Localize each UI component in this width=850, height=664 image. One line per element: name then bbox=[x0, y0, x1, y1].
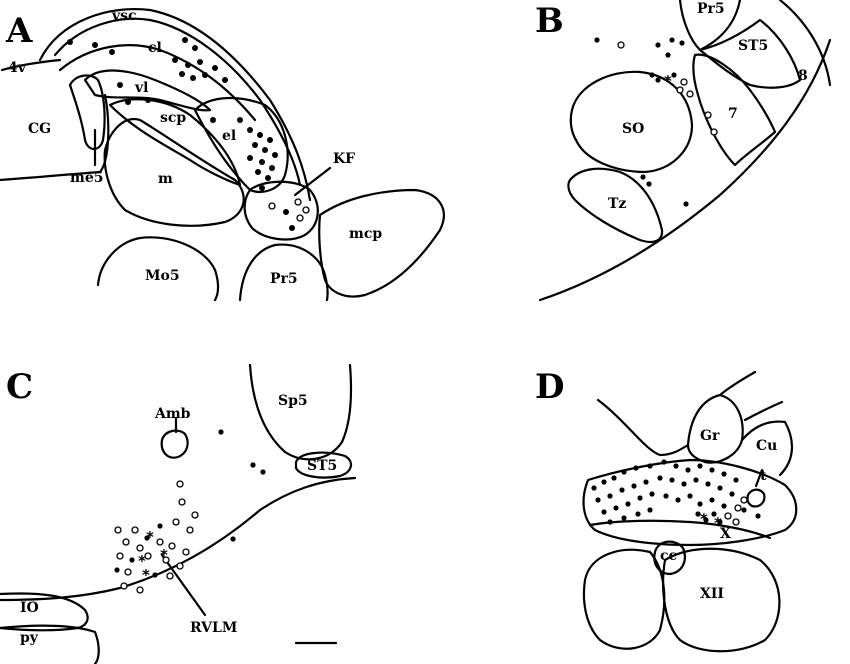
c-rvlm-leader bbox=[160, 553, 207, 617]
a-label-cg: CG bbox=[28, 121, 51, 137]
d-label-gr: Gr bbox=[700, 428, 720, 444]
d-right-line bbox=[743, 400, 784, 422]
a-cg-boundary bbox=[0, 93, 110, 182]
d-label-cu: Cu bbox=[756, 438, 777, 454]
a-filled-markers bbox=[67, 37, 295, 231]
a-kf-leader bbox=[293, 166, 332, 197]
b-label-tz: Tz bbox=[608, 196, 626, 212]
d-label-t: t bbox=[760, 468, 767, 484]
d-label-cc: cc bbox=[660, 548, 677, 564]
panel-d-letter: D bbox=[535, 367, 564, 407]
c-label-io: IO bbox=[20, 600, 39, 616]
a-label-kf: KF bbox=[333, 151, 355, 167]
panel-a: A vsc cl 4v CG vl scp el m me5 KF mcp Mo… bbox=[0, 8, 445, 302]
a-el-outline bbox=[193, 96, 289, 193]
b-seven-outline bbox=[692, 53, 777, 167]
b-outer-curve bbox=[538, 38, 832, 302]
a-label-el: el bbox=[222, 128, 236, 144]
c-filled-markers bbox=[114, 429, 266, 578]
b-so-outline bbox=[569, 70, 694, 174]
b-tz-outline bbox=[567, 167, 664, 244]
panel-c: C Sp5 Amb ST5 IO py RVLM bbox=[0, 363, 357, 664]
b-filled-markers bbox=[594, 37, 689, 207]
d-t-outline bbox=[746, 488, 766, 508]
svg-text:*: * bbox=[160, 546, 168, 564]
c-label-py: py bbox=[20, 630, 39, 646]
a-open-markers bbox=[268, 198, 310, 222]
d-cc-outline bbox=[653, 540, 687, 576]
a-vl-outline bbox=[83, 69, 212, 112]
c-label-rvlm: RVLM bbox=[190, 620, 237, 636]
a-kf-outline bbox=[243, 180, 319, 241]
panel-b-letter: B bbox=[535, 1, 564, 41]
svg-text:*: * bbox=[142, 566, 150, 584]
a-vsc-outline bbox=[53, 17, 302, 187]
c-st5-outline bbox=[294, 451, 353, 479]
panel-c-letter: C bbox=[6, 367, 33, 407]
a-label-fourv: 4v bbox=[8, 60, 27, 76]
a-label-m: m bbox=[158, 171, 173, 187]
c-outer-curve bbox=[0, 476, 357, 602]
c-sp5-outline bbox=[248, 363, 353, 461]
d-filled-markers bbox=[591, 459, 761, 525]
b-label-seven: 7 bbox=[728, 106, 738, 122]
a-label-vl: vl bbox=[134, 80, 148, 96]
a-fourv-line bbox=[0, 58, 62, 72]
d-label-xii: XII bbox=[700, 586, 724, 602]
a-me5-outline bbox=[68, 74, 106, 151]
a-cl-outline bbox=[58, 44, 257, 122]
d-asterisk-markers: * * bbox=[700, 510, 722, 532]
svg-text:*: * bbox=[138, 552, 146, 570]
svg-text:*: * bbox=[714, 514, 722, 532]
a-label-pr5: Pr5 bbox=[270, 271, 298, 287]
d-xii-left-outline bbox=[582, 548, 666, 650]
a-pr5-outline bbox=[238, 243, 329, 302]
a-label-me5: me5 bbox=[70, 170, 103, 186]
d-top-left-line bbox=[596, 398, 690, 457]
b-open-markers bbox=[617, 41, 718, 136]
d-cu-outline bbox=[740, 420, 793, 477]
c-io-outline bbox=[0, 592, 89, 632]
panel-d: D Gr Cu t X cc XII bbox=[535, 367, 798, 653]
a-label-mcp: mcp bbox=[349, 226, 382, 242]
a-label-cl: cl bbox=[148, 40, 162, 56]
b-label-eight: 8 bbox=[798, 68, 808, 84]
b-label-pr5: Pr5 bbox=[697, 1, 725, 17]
d-top-right-line bbox=[718, 370, 757, 397]
c-asterisk-markers: * * * * bbox=[138, 528, 168, 584]
b-asterisk-marker: * bbox=[664, 72, 672, 90]
c-py-outline bbox=[0, 624, 100, 664]
a-label-mo5: Mo5 bbox=[145, 268, 180, 284]
svg-text:*: * bbox=[700, 510, 708, 528]
b-st5-outline bbox=[698, 18, 802, 89]
c-label-amb: Amb bbox=[154, 406, 191, 422]
a-label-vsc: vsc bbox=[111, 8, 137, 24]
b-label-so: SO bbox=[622, 121, 644, 137]
d-open-markers bbox=[724, 496, 748, 526]
b-label-st5: ST5 bbox=[738, 38, 768, 54]
svg-text:*: * bbox=[146, 528, 154, 546]
panel-a-letter: A bbox=[5, 11, 33, 51]
c-open-markers bbox=[114, 480, 199, 594]
d-t-leader bbox=[754, 468, 764, 488]
d-xii-right-outline bbox=[662, 547, 781, 653]
c-label-sp5: Sp5 bbox=[278, 393, 308, 409]
d-x-divider bbox=[588, 519, 772, 540]
d-label-x: X bbox=[720, 526, 731, 542]
panel-b: B Pr5 ST5 8 SO 7 Tz * bbox=[535, 0, 832, 302]
c-label-st5: ST5 bbox=[307, 458, 337, 474]
a-mo5-outline bbox=[96, 236, 220, 302]
c-amb-outline bbox=[160, 429, 189, 459]
a-label-scp: scp bbox=[160, 110, 186, 126]
a-mcp-outline bbox=[318, 188, 445, 298]
a-outer-boundary bbox=[38, 8, 312, 202]
b-eight-boundary bbox=[778, 0, 832, 87]
d-grey-matter-outline bbox=[582, 458, 798, 547]
a-m-outline bbox=[103, 117, 245, 227]
